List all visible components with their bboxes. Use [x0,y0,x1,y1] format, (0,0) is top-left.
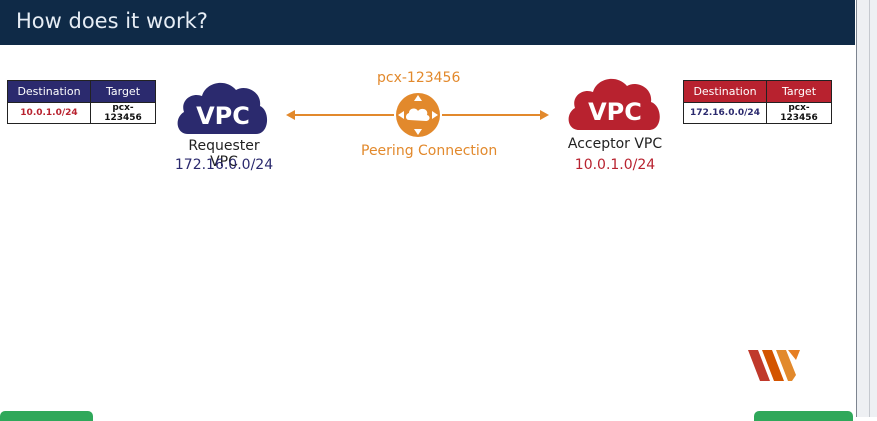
requester-route-target: pcx-123456 [90,102,156,124]
peering-arrow-left-head [286,110,295,120]
next-button[interactable] [754,411,853,421]
requester-header-destination: Destination [7,80,91,103]
previous-button[interactable] [0,411,93,421]
peering-connection-icon [396,93,440,137]
acceptor-header-target: Target [766,80,832,103]
peering-connection-diagram [286,93,549,137]
acceptor-cloud-label: VPC [588,98,642,126]
table-row: 172.16.0.0/24 pcx-123456 [683,102,832,124]
slide: How does it work? Destination Target 10.… [0,0,855,381]
acceptor-route-target: pcx-123456 [766,102,832,124]
peering-label: Peering Connection [361,143,498,159]
requester-header-target: Target [90,80,156,103]
acceptor-route-table: Destination Target 172.16.0.0/24 pcx-123… [683,80,832,124]
requester-route-table: Destination Target 10.0.1.0/24 pcx-12345… [7,80,156,124]
peering-arrow-right-head [540,110,549,120]
requester-cloud-label: VPC [196,102,250,130]
acceptor-vpc-cloud-icon: VPC [568,78,660,130]
requester-vpc-name: Requester VPC [188,138,260,170]
slide-title: How does it work? [16,9,208,33]
requester-route-destination: 10.0.1.0/24 [7,102,91,124]
peering-id: pcx-123456 [377,70,461,86]
acceptor-vpc-name: Acceptor VPC [567,136,663,152]
requester-vpc-cidr: 172.16.0.0/24 [174,157,274,173]
side-divider [869,0,870,417]
requester-vpc-cloud-icon: VPC [177,82,268,134]
acceptor-header-destination: Destination [683,80,767,103]
acceptor-vpc-cidr: 10.0.1.0/24 [574,157,656,173]
title-bar: How does it work? [0,0,855,45]
brand-logo-icon [748,350,800,381]
acceptor-route-destination: 172.16.0.0/24 [683,102,767,124]
table-row: 10.0.1.0/24 pcx-123456 [7,102,156,124]
side-panel [856,0,877,417]
